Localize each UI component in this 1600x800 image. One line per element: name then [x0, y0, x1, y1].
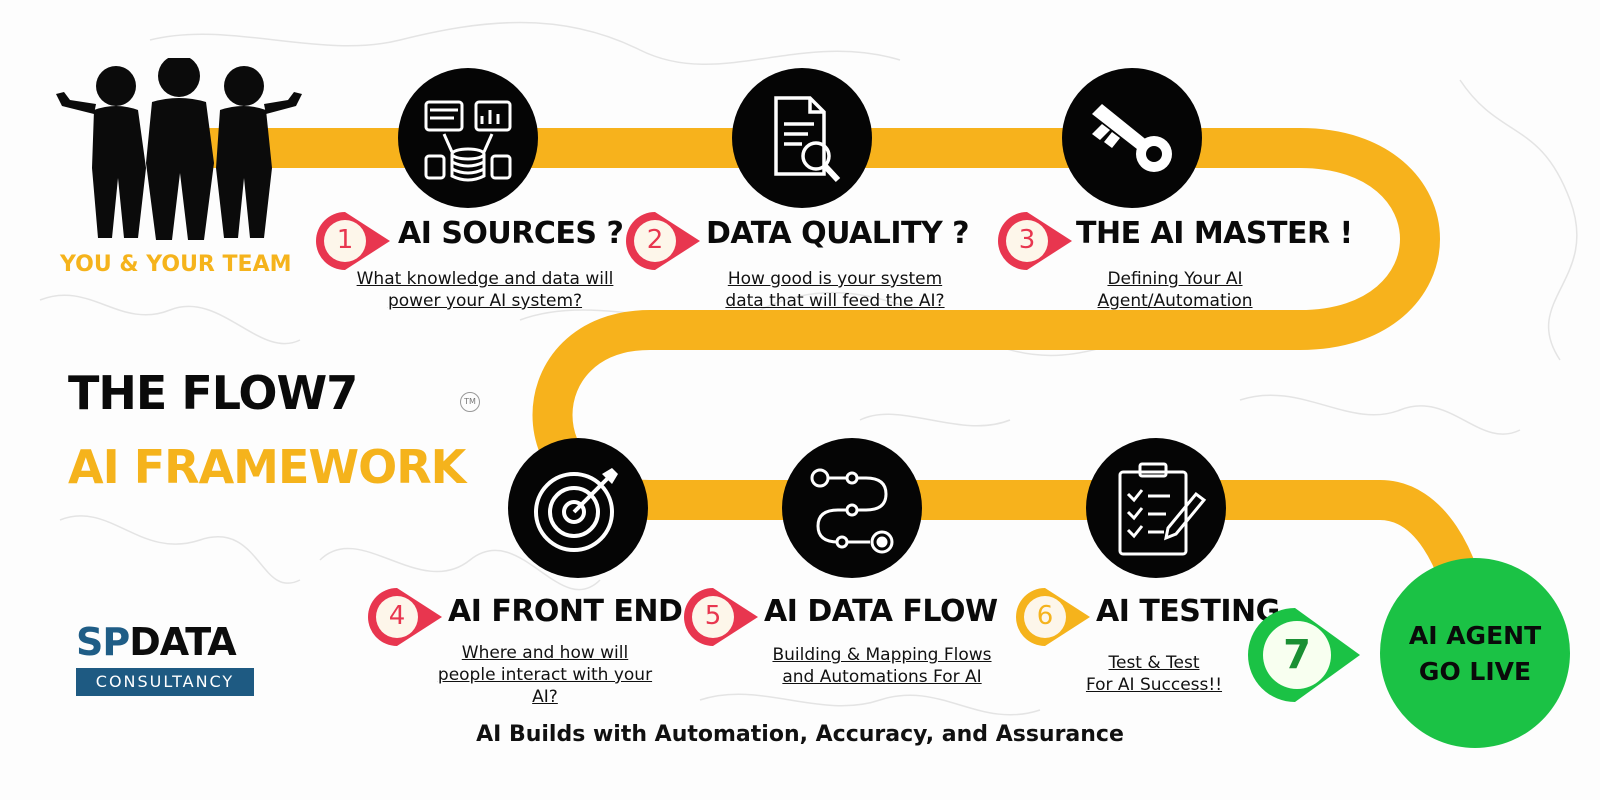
- step-3-number: 3: [1018, 225, 1036, 255]
- step-6-number: 6: [1036, 601, 1054, 631]
- tagline: AI Builds with Automation, Accuracy, and…: [476, 722, 1124, 747]
- step-2-circle: [732, 68, 872, 208]
- step-6-description-line: Test & Test: [1108, 653, 1200, 673]
- step-4-title: AI FRONT END: [448, 594, 683, 629]
- framework-title-line1: THE FLOW7: [68, 366, 358, 420]
- flow-road: [160, 128, 1490, 640]
- step-5-pin: [684, 588, 758, 646]
- go-live-circle: [1380, 558, 1570, 748]
- team-people-icon: [56, 58, 302, 240]
- clipboard-checklist-icon: [1118, 462, 1207, 556]
- step-6-description-line: For AI Success!!: [1085, 675, 1223, 695]
- step-2-description-line: data that will feed the AI?: [725, 291, 945, 311]
- logo-data: DATA: [129, 620, 236, 664]
- step-3-circle: [1062, 68, 1202, 208]
- step-6-title: AI TESTING: [1096, 594, 1280, 629]
- step-5-number: 5: [704, 601, 722, 631]
- framework-title-line2: AI FRAMEWORK: [68, 440, 466, 494]
- step-5-circle: [782, 438, 922, 578]
- step-3-title: THE AI MASTER !: [1076, 216, 1353, 251]
- flow-path-icon: [810, 468, 894, 554]
- go-live-line2: GO LIVE: [1418, 657, 1532, 686]
- step-7-pin: [1248, 608, 1360, 702]
- step-1-title: AI SOURCES ?: [398, 216, 624, 251]
- step-1-description-line: What knowledge and data will: [356, 269, 614, 289]
- step-3-pin: [998, 212, 1072, 270]
- step-6-pin: [1016, 588, 1090, 646]
- trademark-mark: TM: [460, 392, 480, 412]
- key-icon: [1092, 104, 1172, 172]
- step-4-description-line: AI?: [532, 687, 558, 707]
- step-3-description-line: Agent/Automation: [1097, 291, 1253, 311]
- data-sources-icon: [424, 100, 512, 182]
- step-4-number: 4: [388, 601, 406, 631]
- step-7-number: 7: [1283, 632, 1311, 678]
- step-4-description-line: people interact with your: [437, 665, 653, 685]
- document-search-icon: [774, 96, 841, 183]
- step-1-circle: [398, 68, 538, 208]
- step-5-title: AI DATA FLOW: [764, 594, 998, 629]
- step-4-pin: [368, 588, 442, 646]
- step-5-description-line: Building & Mapping Flows: [772, 645, 992, 665]
- go-live-line1: AI AGENT: [1408, 621, 1542, 650]
- step-1-number: 1: [336, 225, 354, 255]
- logo-consultancy: CONSULTANCY: [76, 668, 254, 696]
- company-logo: SPDATA: [76, 620, 237, 664]
- target-icon: [534, 468, 618, 552]
- go-live-label: AI AGENT GO LIVE: [1380, 618, 1570, 690]
- step-1-description-line: power your AI system?: [387, 291, 583, 311]
- step-4-description-line: Where and how will: [461, 643, 629, 663]
- step-2-title: DATA QUALITY ?: [706, 216, 970, 251]
- step-2-number: 2: [646, 225, 664, 255]
- team-label: YOU & YOUR TEAM: [60, 252, 292, 277]
- step-1-pin: [316, 212, 390, 270]
- step-6-circle: [1086, 438, 1226, 578]
- step-4-circle: [508, 438, 648, 578]
- logo-sp: SP: [76, 620, 130, 664]
- step-2-pin: [626, 212, 700, 270]
- step-2-description-line: How good is your system: [727, 269, 943, 289]
- step-5-description-line: and Automations For AI: [782, 667, 982, 687]
- step-3-description-line: Defining Your AI: [1107, 269, 1243, 289]
